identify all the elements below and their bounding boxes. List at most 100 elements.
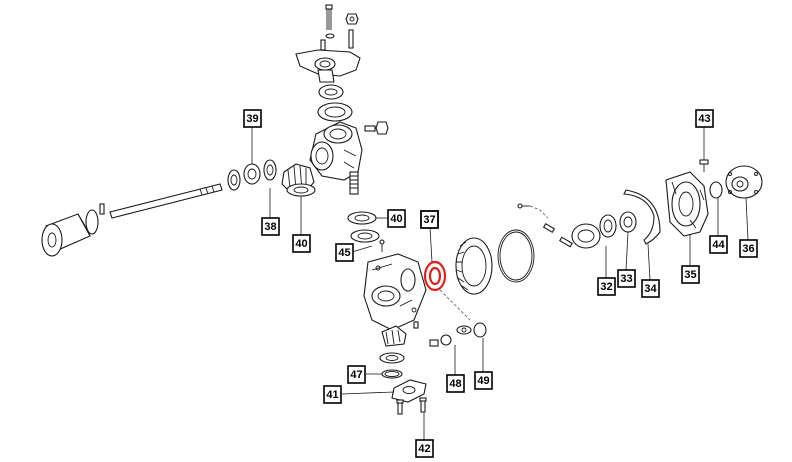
thrust-washer-40 [286, 183, 316, 197]
callout-number: 40 [295, 238, 307, 250]
callout-box [347, 365, 366, 384]
bolt-43 [699, 159, 709, 172]
callout-box [323, 385, 342, 404]
callout-box [292, 234, 311, 253]
callout-number: 43 [698, 113, 710, 125]
callout-38: 38 [261, 217, 280, 236]
oring-49 [473, 322, 487, 338]
top-washer [325, 33, 335, 39]
oring-44 [709, 181, 723, 199]
left-hub-drum [41, 213, 91, 257]
ring-gear-oring [497, 229, 535, 283]
callout-39: 39 [243, 109, 262, 128]
callout-41: 41 [323, 385, 342, 404]
upper-seal [317, 102, 353, 122]
screw-45 [379, 239, 385, 252]
left-pin [99, 203, 105, 215]
callout-box [474, 371, 493, 390]
oring-47 [381, 369, 403, 379]
callout-40a: 40 [292, 234, 311, 253]
callout-box [681, 265, 700, 284]
callout-box [420, 210, 439, 229]
lower-bracket-41 [391, 379, 427, 403]
hub-housing-35 [665, 171, 709, 237]
callout-45: 45 [335, 243, 354, 262]
bearing-32 [571, 223, 601, 249]
callout-box [617, 269, 636, 288]
callout-number: 32 [600, 281, 612, 293]
housing-side-bolt [364, 121, 389, 135]
lower-pinion-gear [381, 325, 407, 347]
top-nut [345, 13, 359, 25]
seal-32 [599, 214, 617, 238]
bearing-39 [227, 169, 241, 191]
callout-box [243, 109, 262, 128]
callout-34: 34 [641, 279, 660, 298]
callout-48: 48 [446, 374, 465, 393]
flange-36 [725, 165, 763, 199]
callout-number: 45 [338, 247, 350, 259]
circlip-34 [623, 189, 661, 245]
callout-49: 49 [474, 371, 493, 390]
callout-number: 36 [742, 243, 754, 255]
callout-42: 42 [415, 439, 434, 458]
callout-33: 33 [617, 269, 636, 288]
callout-box [415, 439, 434, 458]
callout-36: 36 [739, 239, 758, 258]
callout-number: 49 [477, 375, 489, 387]
callout-44: 44 [709, 235, 728, 254]
seal-39b [263, 159, 277, 181]
callout-box [446, 374, 465, 393]
callout-number: 48 [449, 378, 461, 390]
top-bolt [325, 4, 333, 30]
small-screw-left [517, 203, 530, 209]
keys-pins [529, 205, 573, 248]
leader-lines [251, 126, 749, 440]
callout-32: 32 [597, 277, 616, 296]
lower-small-pin [413, 321, 419, 329]
washer-48-set [429, 325, 472, 347]
top-studs [320, 29, 354, 51]
callout-number: 37 [423, 214, 435, 226]
upper-bearing-race [318, 84, 344, 100]
callout-number: 33 [620, 273, 632, 285]
callout-box [387, 209, 406, 228]
callout-43: 43 [695, 109, 714, 128]
callout-box [709, 235, 728, 254]
callout-box [641, 279, 660, 298]
callout-box [739, 239, 758, 258]
callout-number: 41 [326, 389, 338, 401]
callout-40b: 40 [387, 209, 406, 228]
washer-45 [350, 229, 380, 243]
callout-box [597, 277, 616, 296]
callout-box [261, 217, 280, 236]
race-33 [619, 211, 637, 233]
callout-box [335, 243, 354, 262]
lower-housing [363, 253, 427, 331]
lower-thrust-washer [379, 352, 405, 364]
top-flange-bracket [295, 49, 361, 83]
seal-37-highlighted [423, 260, 447, 292]
washer-40b [347, 211, 377, 225]
callout-37: 37 [420, 210, 439, 229]
callout-number: 34 [644, 283, 657, 295]
bolts-42 [396, 397, 427, 415]
callout-35: 35 [681, 265, 700, 284]
callout-labels: 39 38 40 40 45 37 47 41 42 48 49 43 44 36 35 34 33 32 [243, 109, 758, 458]
ring-gear [455, 237, 493, 295]
callout-box [695, 109, 714, 128]
callout-number: 44 [712, 239, 725, 251]
callout-number: 35 [684, 269, 696, 281]
upper-housing [309, 121, 363, 181]
callout-47: 47 [347, 365, 366, 384]
bearing-38 [243, 163, 261, 185]
callout-number: 42 [418, 443, 430, 455]
callout-number: 47 [350, 369, 362, 381]
callout-number: 39 [246, 113, 258, 125]
left-axle-shaft [109, 183, 223, 219]
callout-number: 40 [390, 213, 402, 225]
pinion-shaft [349, 171, 359, 195]
left-oring [85, 209, 99, 235]
callout-number: 38 [264, 221, 276, 233]
